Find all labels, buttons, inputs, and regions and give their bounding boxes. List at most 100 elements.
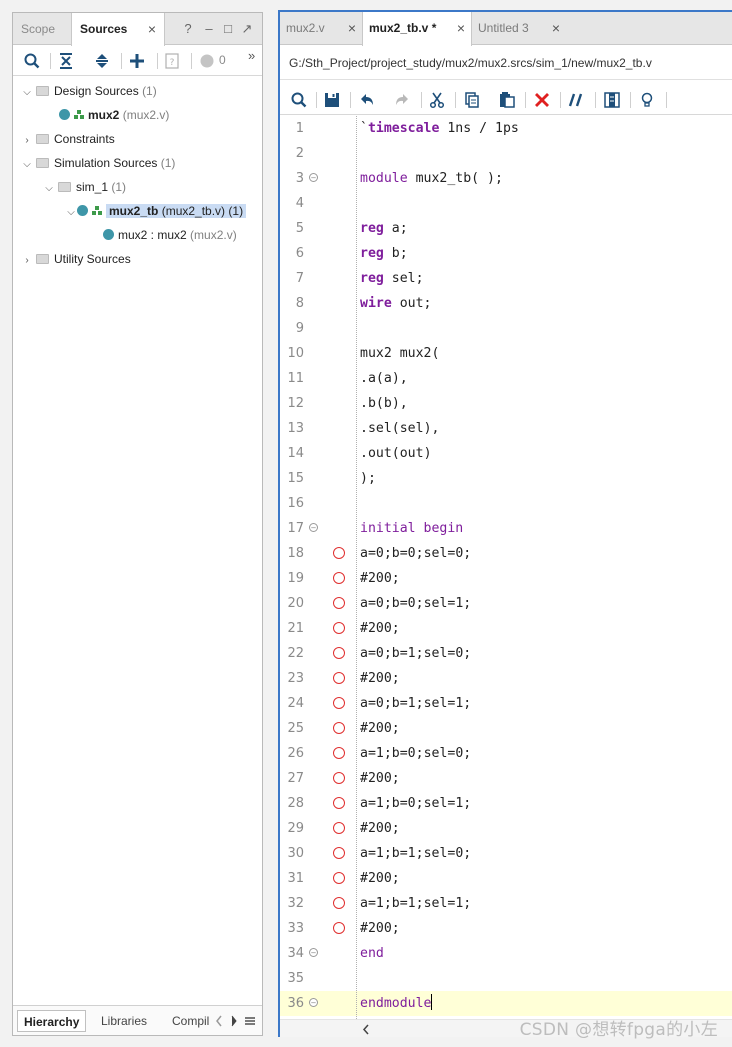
- fold-marker-icon[interactable]: –: [309, 523, 318, 532]
- code-line[interactable]: 33#200;: [280, 916, 732, 941]
- code-line[interactable]: 2: [280, 141, 732, 166]
- breakpoint-icon[interactable]: [333, 572, 345, 584]
- chevron-down-icon[interactable]: ⌵: [67, 207, 75, 218]
- close-icon[interactable]: ×: [147, 21, 156, 37]
- tab-libraries[interactable]: Libraries: [101, 1014, 148, 1028]
- fold-marker-icon[interactable]: –: [309, 998, 318, 1007]
- breakpoint-icon[interactable]: [333, 672, 345, 684]
- breakpoint-icon[interactable]: [333, 897, 345, 909]
- code-line[interactable]: 27#200;: [280, 766, 732, 791]
- code-line[interactable]: 19#200;: [280, 566, 732, 591]
- cut-icon[interactable]: [428, 91, 446, 109]
- breakpoint-icon[interactable]: [333, 922, 345, 934]
- code-line[interactable]: 34–end: [280, 941, 732, 966]
- help-icon[interactable]: ?: [184, 21, 192, 36]
- breakpoint-icon[interactable]: [333, 647, 345, 659]
- close-icon[interactable]: ×: [456, 20, 465, 36]
- expand-all-icon[interactable]: [93, 52, 111, 70]
- more-icon[interactable]: »: [248, 48, 256, 63]
- tree-item-design-sources[interactable]: ⌵Design Sources (1): [21, 79, 157, 103]
- copy-icon[interactable]: [463, 91, 481, 109]
- code-line[interactable]: 29#200;: [280, 816, 732, 841]
- tab-hierarchy[interactable]: Hierarchy: [17, 1010, 87, 1032]
- undo-icon[interactable]: [358, 91, 376, 109]
- breakpoint-icon[interactable]: [333, 772, 345, 784]
- scroll-right-icon[interactable]: [230, 1015, 238, 1027]
- code-line[interactable]: 13.sel(sel),: [280, 416, 732, 441]
- breakpoint-icon[interactable]: [333, 547, 345, 559]
- tree-item-sim-1[interactable]: ⌵sim_1 (1): [43, 175, 126, 199]
- code-line[interactable]: 21#200;: [280, 616, 732, 641]
- comment-icon[interactable]: [568, 91, 586, 109]
- tree-item-simulation-sources[interactable]: ⌵Simulation Sources (1): [21, 151, 175, 175]
- search-icon[interactable]: [23, 52, 41, 70]
- code-line[interactable]: 16: [280, 491, 732, 516]
- code-line[interactable]: 12.b(b),: [280, 391, 732, 416]
- chevron-right-icon[interactable]: ›: [25, 135, 29, 146]
- add-sources-icon[interactable]: [128, 52, 146, 70]
- menu-icon[interactable]: [245, 1016, 255, 1026]
- code-line[interactable]: 9: [280, 316, 732, 341]
- tab-untitled-3[interactable]: Untitled 3 ×: [472, 12, 566, 45]
- breakpoint-icon[interactable]: [333, 847, 345, 859]
- tree-item-constraints[interactable]: ›Constraints: [21, 127, 114, 151]
- code-line[interactable]: 1`timescale 1ns / 1ps: [280, 116, 732, 141]
- chevron-right-icon[interactable]: ›: [25, 255, 29, 266]
- tab-sources[interactable]: Sources ×: [71, 13, 165, 46]
- save-icon[interactable]: [323, 91, 341, 109]
- breakpoint-icon[interactable]: [333, 697, 345, 709]
- code-line[interactable]: 14.out(out): [280, 441, 732, 466]
- search-icon[interactable]: [290, 91, 308, 109]
- code-line[interactable]: 3–module mux2_tb( );: [280, 166, 732, 191]
- breakpoint-icon[interactable]: [333, 622, 345, 634]
- tab-mux2-tb-v[interactable]: mux2_tb.v * ×: [362, 12, 472, 46]
- breakpoint-icon[interactable]: [333, 722, 345, 734]
- minimize-icon[interactable]: –: [205, 21, 213, 36]
- fold-marker-icon[interactable]: –: [309, 173, 318, 182]
- code-line[interactable]: 25#200;: [280, 716, 732, 741]
- collapse-all-icon[interactable]: [57, 52, 75, 70]
- column-select-icon[interactable]: [603, 91, 621, 109]
- code-line[interactable]: 15);: [280, 466, 732, 491]
- redo-icon[interactable]: [393, 91, 411, 109]
- code-line[interactable]: 36–endmodule: [280, 991, 732, 1016]
- horizontal-scrollbar[interactable]: [280, 1019, 732, 1037]
- messages-icon[interactable]: [198, 52, 216, 70]
- tab-scope[interactable]: Scope: [21, 22, 56, 36]
- breakpoint-icon[interactable]: [333, 822, 345, 834]
- code-line[interactable]: 11.a(a),: [280, 366, 732, 391]
- code-line[interactable]: 4: [280, 191, 732, 216]
- tree-item-mux2-instance[interactable]: mux2 : mux2 (mux2.v): [103, 223, 237, 247]
- tree-item-mux2[interactable]: mux2 (mux2.v): [59, 103, 169, 127]
- delete-icon[interactable]: [533, 91, 551, 109]
- close-icon[interactable]: ×: [551, 20, 560, 36]
- maximize-icon[interactable]: □: [224, 21, 232, 36]
- scroll-left-icon[interactable]: [362, 1024, 370, 1035]
- chevron-down-icon[interactable]: ⌵: [23, 87, 31, 98]
- code-line[interactable]: 35: [280, 966, 732, 991]
- code-line[interactable]: 23#200;: [280, 666, 732, 691]
- lightbulb-icon[interactable]: [638, 91, 656, 109]
- fold-marker-icon[interactable]: –: [309, 948, 318, 957]
- tab-compile-order[interactable]: Compil: [172, 1014, 210, 1028]
- tab-mux2-v[interactable]: mux2.v ×: [280, 12, 362, 45]
- chevron-down-icon[interactable]: ⌵: [23, 159, 31, 170]
- close-icon[interactable]: ×: [347, 20, 356, 36]
- scroll-left-icon[interactable]: [215, 1015, 223, 1027]
- tree-item-mux2-tb[interactable]: ⌵mux2_tb (mux2_tb.v) (1): [65, 199, 247, 223]
- chevron-down-icon[interactable]: ⌵: [45, 183, 53, 194]
- code-line[interactable]: 31#200;: [280, 866, 732, 891]
- float-icon[interactable]: ↗: [241, 21, 253, 36]
- breakpoint-icon[interactable]: [333, 747, 345, 759]
